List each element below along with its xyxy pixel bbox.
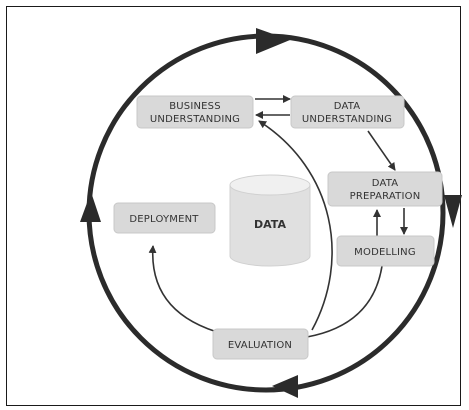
node-deployment: DEPLOYMENT bbox=[113, 202, 216, 234]
node-business-understanding: BUSINESS UNDERSTANDING bbox=[136, 95, 254, 129]
deployment-label: DEPLOYMENT bbox=[129, 214, 199, 225]
ring-arrow-right bbox=[444, 195, 462, 228]
data-cylinder-top bbox=[229, 174, 311, 196]
ring-arrow-top bbox=[256, 28, 290, 54]
data-preparation-label-line2: PREPARATION bbox=[350, 191, 421, 202]
node-modelling: MODELLING bbox=[336, 235, 435, 267]
business-understanding-label-line2: UNDERSTANDING bbox=[150, 114, 240, 125]
arrow-evaluation-to-deployment bbox=[148, 245, 225, 335]
data-cylinder-label: DATA bbox=[254, 218, 286, 231]
modelling-label: MODELLING bbox=[354, 247, 416, 258]
data-cylinder: DATA bbox=[229, 174, 311, 267]
node-data-preparation: DATA PREPARATION bbox=[327, 171, 443, 207]
data-understanding-label-line2: UNDERSTANDING bbox=[302, 114, 392, 125]
arrow-evaluation-to-business bbox=[258, 120, 333, 331]
arrow-modelling-to-evaluation bbox=[306, 265, 383, 338]
node-evaluation: EVALUATION bbox=[212, 328, 309, 360]
ring-arrow-left bbox=[80, 192, 101, 222]
business-understanding-label-line1: BUSINESS bbox=[169, 101, 221, 112]
node-data-understanding: DATA UNDERSTANDING bbox=[290, 95, 405, 129]
ring-arrow-bottom bbox=[272, 375, 298, 398]
data-cylinder-body bbox=[229, 185, 311, 267]
data-preparation-label-line1: DATA bbox=[372, 178, 399, 189]
data-understanding-label-line1: DATA bbox=[334, 101, 361, 112]
evaluation-label: EVALUATION bbox=[228, 340, 292, 351]
arrow-data-understanding-to-preparation bbox=[367, 130, 396, 171]
